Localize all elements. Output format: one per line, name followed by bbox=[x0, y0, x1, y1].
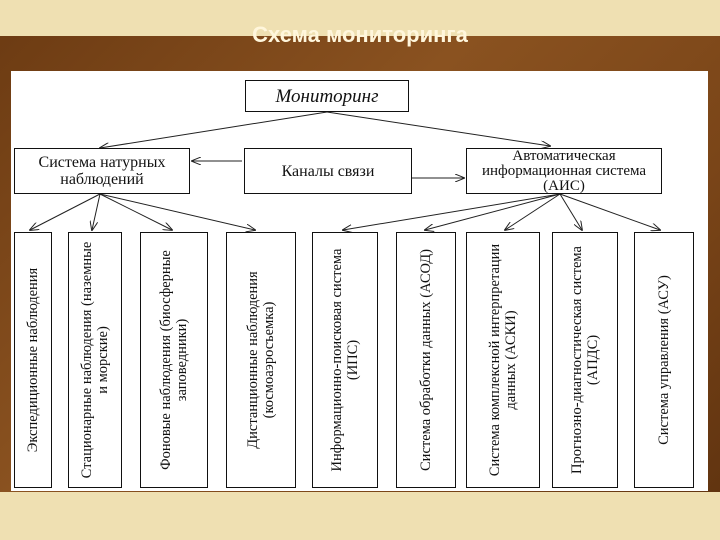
ais-subsystem-label-ips: Информационно-поисковая система (ИПС) bbox=[329, 248, 361, 472]
communication-channels-label: Каналы связи bbox=[281, 162, 375, 180]
communication-channels-box: Каналы связи bbox=[244, 148, 412, 194]
ais-box: Автоматическая информационная система (А… bbox=[466, 148, 662, 194]
slide-top-band bbox=[0, 0, 720, 36]
observation-label-background: Фоновые наблюдения (биосферные заповедни… bbox=[158, 250, 190, 470]
observation-box-remote: Дистанционные наблюдения (космоаэросъемк… bbox=[226, 232, 296, 488]
ais-label: Автоматическая информационная система (А… bbox=[481, 147, 647, 194]
slide-title: Схема мониторинга bbox=[252, 22, 468, 47]
ais-subsystem-box-asu: Система управления (АСУ) bbox=[634, 232, 694, 488]
observation-label-expedition: Экспедиционные наблюдения bbox=[25, 267, 41, 453]
ais-subsystem-box-ips: Информационно-поисковая система (ИПС) bbox=[312, 232, 378, 488]
observation-label-remote: Дистанционные наблюдения (космоаэросъемк… bbox=[245, 271, 277, 449]
ais-subsystem-label-asod: Система обработки данных (АСОД) bbox=[418, 249, 434, 471]
ais-subsystem-label-aski: Система комплексной интерпретации данных… bbox=[487, 243, 519, 477]
monitoring-box: Мониторинг bbox=[245, 80, 409, 112]
slide-bottom-band bbox=[0, 492, 720, 540]
ais-subsystem-label-asu: Система управления (АСУ) bbox=[656, 275, 672, 445]
observation-box-expedition: Экспедиционные наблюдения bbox=[14, 232, 52, 488]
ais-subsystem-box-asod: Система обработки данных (АСОД) bbox=[396, 232, 456, 488]
monitoring-label: Мониторинг bbox=[275, 85, 379, 107]
natural-observation-system-label: Система натурных наблюдений bbox=[38, 154, 166, 188]
natural-observation-system-box: Система натурных наблюдений bbox=[14, 148, 190, 194]
observation-label-stationary: Стационарные наблюдения (наземные и морс… bbox=[79, 241, 111, 479]
ais-subsystem-label-apds: Прогнозно-диагностическая система (АПДС) bbox=[569, 246, 601, 474]
observation-box-background: Фоновые наблюдения (биосферные заповедни… bbox=[140, 232, 208, 488]
ais-subsystem-box-apds: Прогнозно-диагностическая система (АПДС) bbox=[552, 232, 618, 488]
ais-subsystem-box-aski: Система комплексной интерпретации данных… bbox=[466, 232, 540, 488]
observation-box-stationary: Стационарные наблюдения (наземные и морс… bbox=[68, 232, 122, 488]
